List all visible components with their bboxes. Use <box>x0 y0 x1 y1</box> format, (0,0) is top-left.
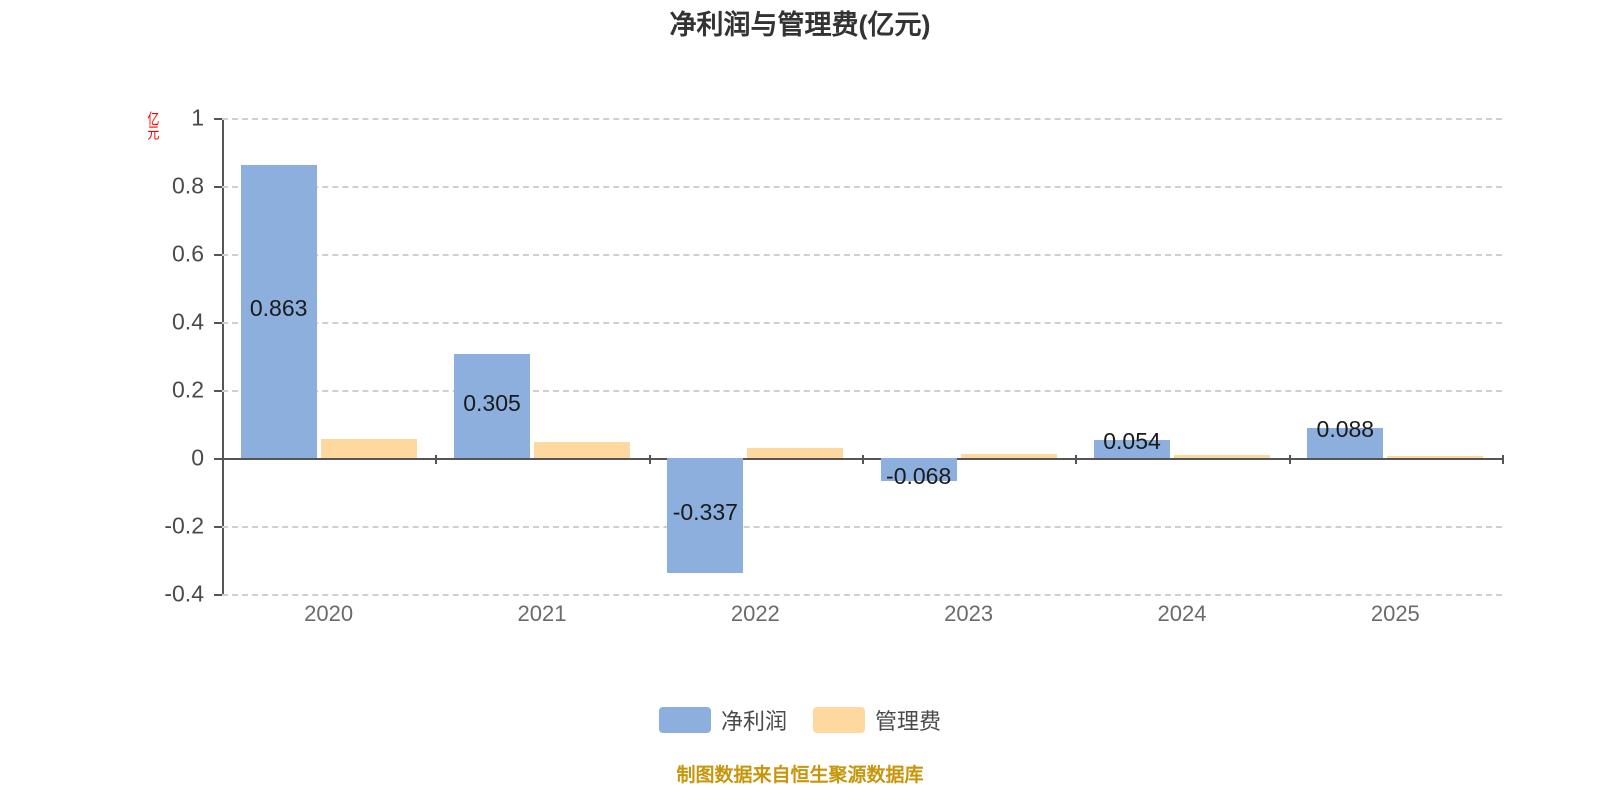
bar-net-profit[interactable] <box>240 164 317 458</box>
y-tick-mark <box>214 186 222 188</box>
bar-admin-expense[interactable] <box>960 454 1057 458</box>
bar-net-profit[interactable] <box>1307 428 1384 458</box>
y-tick-label: 0 <box>191 444 204 471</box>
gridline <box>222 390 1502 392</box>
y-tick-mark <box>214 594 222 596</box>
x-tick-mark <box>648 455 651 464</box>
x-tick-mark <box>1075 455 1078 464</box>
y-tick-mark <box>214 322 222 324</box>
legend-swatch-icon <box>658 707 711 733</box>
bar-value-label: -0.337 <box>672 499 738 526</box>
y-tick-label: -0.4 <box>164 580 204 607</box>
gridline <box>222 322 1502 324</box>
gridline <box>222 186 1502 188</box>
bar-admin-expense[interactable] <box>747 447 844 458</box>
bar-net-profit[interactable] <box>454 354 530 458</box>
gridline <box>222 118 1502 120</box>
chart-legend: 净利润 管理费 <box>0 704 1600 736</box>
y-tick-label: 0.2 <box>172 376 204 403</box>
bar-value-label: 0.054 <box>1103 427 1161 454</box>
y-tick-label: 0.8 <box>172 172 204 199</box>
gridline <box>222 526 1502 528</box>
y-tick-mark <box>214 458 222 460</box>
legend-swatch-icon <box>813 707 865 733</box>
x-tick-label: 2022 <box>730 601 780 626</box>
y-tick-mark <box>214 390 222 392</box>
x-tick-label: 2023 <box>944 601 994 626</box>
bar-admin-expense[interactable] <box>320 439 417 458</box>
x-tick-mark <box>435 455 438 464</box>
bar-net-profit[interactable] <box>880 458 957 482</box>
y-tick-mark <box>214 254 222 256</box>
x-tick-label: 2021 <box>517 601 567 626</box>
x-tick-label: 2020 <box>304 601 354 626</box>
legend-item[interactable]: 净利润 <box>658 704 787 736</box>
bar-value-label: 0.305 <box>463 390 521 417</box>
bar-net-profit[interactable] <box>1094 439 1170 458</box>
y-tick-label: 0.6 <box>172 240 204 267</box>
y-tick-mark <box>214 118 222 120</box>
y-tick-label: -0.2 <box>164 512 204 539</box>
x-tick-label: 2024 <box>1157 601 1207 626</box>
legend-label: 净利润 <box>720 709 787 734</box>
y-tick-label: 0.4 <box>172 308 204 335</box>
bar-value-label: -0.068 <box>886 463 952 489</box>
plot-area: 0.863 0.305 -0.337 -0.068 0.054 0.088 <box>214 118 1502 596</box>
bar-admin-expense[interactable] <box>1174 454 1270 458</box>
source-note: 制图数据来自恒生聚源数据库 <box>676 765 924 786</box>
y-axis-unit-label: 亿元 <box>147 111 159 142</box>
y-axis-line <box>222 118 224 594</box>
legend-label: 管理费 <box>875 709 942 734</box>
y-tick-label: 1 <box>191 104 204 131</box>
bar-value-label: 0.088 <box>1316 416 1375 443</box>
bar-admin-expense[interactable] <box>534 441 630 458</box>
page-title: 净利润与管理费(亿元) <box>669 10 931 40</box>
bar-admin-expense[interactable] <box>1387 455 1484 458</box>
y-tick-mark <box>214 526 222 528</box>
x-tick-label: 2025 <box>1370 601 1420 626</box>
x-tick-mark <box>222 455 224 464</box>
gridline <box>222 594 1502 596</box>
x-tick-mark <box>1288 455 1291 464</box>
gridline <box>222 254 1502 256</box>
x-tick-mark <box>862 455 864 464</box>
bar-value-label: 0.863 <box>249 295 308 322</box>
legend-item[interactable]: 管理费 <box>813 704 941 736</box>
bar-net-profit[interactable] <box>667 458 744 573</box>
x-tick-mark <box>1502 455 1504 464</box>
